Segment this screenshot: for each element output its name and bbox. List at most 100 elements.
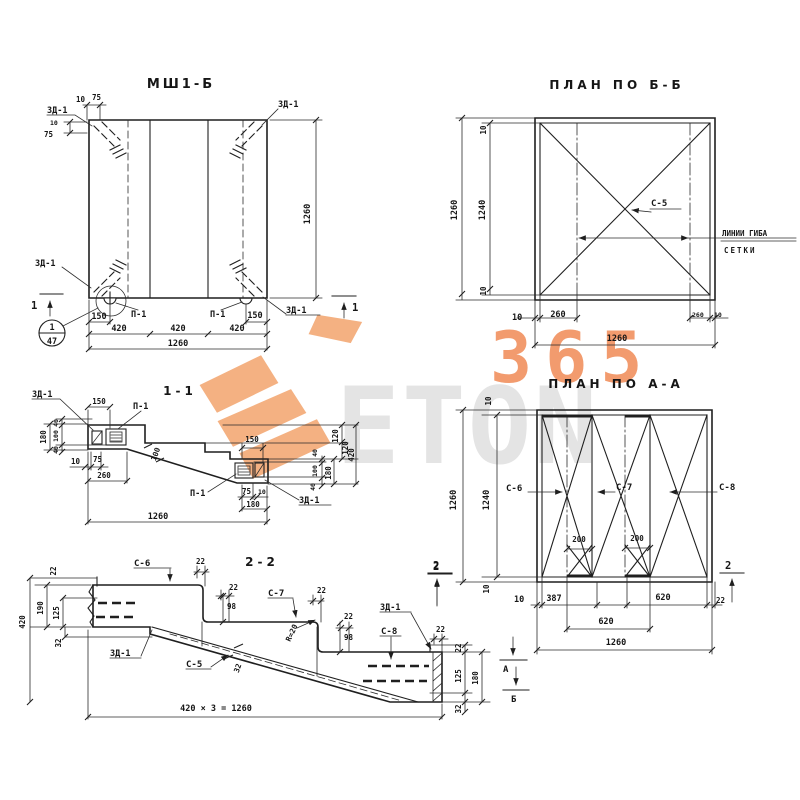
mesh-bars-right	[363, 664, 429, 683]
mesh-label-c8: С-8	[381, 627, 397, 637]
dimension-lines	[455, 117, 729, 349]
section-mark-label: 2	[725, 560, 731, 572]
dim-260: 260	[692, 311, 704, 319]
plan-b-label: Б	[511, 695, 517, 705]
dim-10: 10	[714, 311, 722, 319]
dimension-lines	[43, 406, 359, 525]
mesh-leader	[133, 567, 171, 581]
dim-40-vert: 40	[309, 483, 317, 491]
dimension-lines-right	[429, 644, 491, 713]
loop-label: 3Д-1	[110, 649, 130, 659]
plan-a-label: А	[503, 665, 509, 675]
watermark-brand-text: ETON	[336, 365, 599, 488]
dim-150: 150	[247, 311, 262, 321]
dim-420: 420	[229, 324, 244, 334]
mesh-label-c8: С-8	[719, 483, 735, 493]
embed-plate-core	[237, 465, 251, 476]
dim-1240-vert: 1240	[482, 490, 492, 510]
loop-label: 3Д-1	[278, 100, 298, 110]
dim-150: 150	[245, 435, 259, 444]
view-plan-main: МШ1-Б 1 47 3Д-1 3Д-1 3Д-1 3Д-1 П-1 П-1	[31, 77, 358, 353]
dimension-ticks-small	[193, 568, 446, 656]
section-mark-label: 1	[352, 302, 358, 314]
view-title: ПЛАН ПО А-А	[548, 377, 684, 391]
dim-150: 150	[92, 397, 106, 406]
detail-number: 1	[49, 323, 54, 333]
mesh-edge-lines	[591, 414, 651, 578]
dim-32-slope: 32	[232, 662, 244, 674]
view-title: 2-2	[245, 555, 279, 569]
dim-10: 10	[512, 313, 522, 323]
dim-22: 22	[344, 612, 353, 621]
radius-arrow	[296, 619, 316, 629]
dim-10: 10	[76, 95, 86, 104]
mesh-bend-lines	[576, 122, 691, 296]
waist-mesh-line	[169, 633, 403, 702]
dim-420: 420	[170, 324, 185, 334]
mesh-stickup	[96, 576, 431, 653]
section-mark-line	[427, 572, 745, 575]
dim-32-vert: 32	[54, 638, 63, 647]
detail-balloon-leader	[62, 307, 99, 327]
mesh-leader	[379, 635, 402, 659]
dimension-ticks-inner	[563, 544, 654, 553]
dim-22: 22	[229, 583, 238, 592]
embed-plate-right	[239, 297, 253, 305]
embed-plate	[234, 462, 254, 479]
dim-10: 10	[71, 457, 81, 466]
dim-180: 180	[246, 500, 260, 509]
loop-leader	[264, 479, 332, 506]
section-outline	[87, 424, 269, 484]
detail-circle	[95, 285, 127, 317]
dimension-lines-left	[29, 577, 153, 703]
dim-32-vert: 32	[454, 704, 463, 713]
dim-22-vert: 22	[454, 643, 463, 652]
mesh-label-c6: С-6	[134, 559, 150, 569]
embed-leader	[115, 302, 139, 311]
soffit-inner-line	[151, 626, 419, 703]
dim-1260: 1260	[607, 334, 627, 344]
embed-label: П-1	[190, 489, 205, 499]
embed-plate	[105, 428, 127, 446]
view-title: ПЛАН ПО Б-Б	[549, 78, 684, 92]
mesh-label-arrow	[631, 207, 652, 214]
dim-1260: 1260	[168, 339, 188, 349]
dimension-ticks-bottom	[84, 713, 446, 721]
mesh-label-c6: С-6	[506, 484, 522, 494]
dim-1260: 1260	[148, 512, 168, 522]
detail-sheet: 47	[47, 337, 57, 347]
dim-125-vert: 125	[52, 606, 61, 620]
mesh-label-c7: С-7	[616, 483, 632, 493]
mesh-label-c7: С-7	[268, 589, 284, 599]
dimension-lines-inner	[566, 547, 651, 550]
loop-leader	[31, 398, 94, 431]
loop-anchor	[91, 430, 103, 445]
dim-420-vert: 420	[347, 448, 356, 462]
dim-1260-vert: 1260	[303, 204, 313, 224]
dimension-ticks	[458, 114, 719, 349]
radius-label: R=20	[284, 622, 300, 643]
watermark-logo-bar	[192, 348, 286, 420]
dim-180-vert: 180	[471, 671, 480, 685]
dim-1260-vert: 1260	[449, 490, 459, 510]
mesh-bars-left	[96, 601, 138, 619]
watermark-logo-bar	[210, 382, 314, 454]
dim-150: 150	[91, 312, 106, 322]
dim-10: 10	[50, 119, 58, 127]
dim-125-vert: 125	[454, 669, 463, 683]
loop-leader	[379, 611, 431, 649]
dimension-lines-bottom	[87, 629, 443, 720]
dim-120-vert: 120	[331, 429, 340, 443]
loop-leader	[109, 629, 153, 659]
mesh-leader	[267, 597, 296, 617]
dim-10: 10	[514, 595, 524, 605]
dim-75: 75	[92, 93, 101, 102]
mesh-bend-verticals	[201, 621, 318, 677]
dimension-ticks	[66, 101, 320, 353]
section-mark-label: 2	[433, 560, 439, 572]
embed-leader	[117, 410, 142, 430]
section-mark-label: 2	[433, 561, 439, 573]
dim-180-vert: 180	[324, 466, 333, 480]
dim-200: 200	[630, 534, 644, 543]
